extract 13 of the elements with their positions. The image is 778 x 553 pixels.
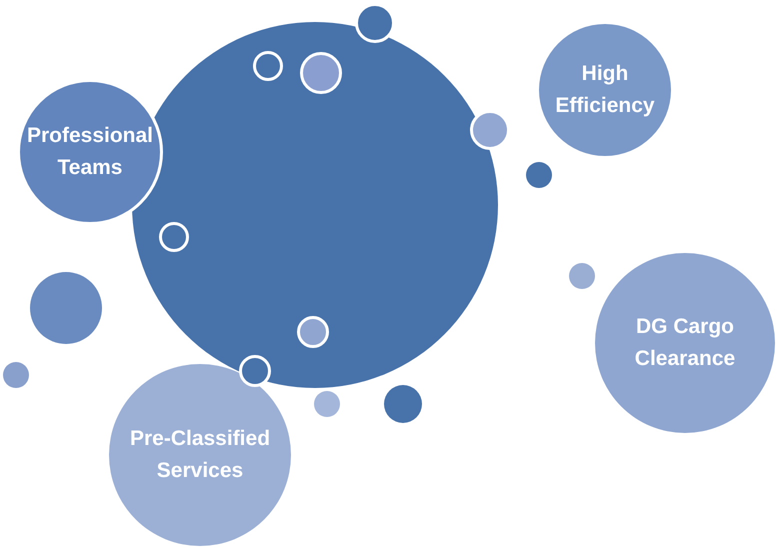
bubble xyxy=(384,385,422,423)
bubble xyxy=(300,52,342,94)
bubble xyxy=(159,222,189,252)
bubble xyxy=(569,263,595,289)
bubble-label: Professional Teams xyxy=(26,123,154,181)
bubble xyxy=(526,162,552,188)
bubble xyxy=(314,391,340,417)
bubble-label: Pre-Classified Services xyxy=(128,426,272,484)
bubble xyxy=(253,51,283,81)
bubble xyxy=(3,362,29,388)
bubble-label: High Efficiency xyxy=(554,61,656,119)
bubble-label: DG Cargo Clearance xyxy=(634,314,736,372)
bubble xyxy=(297,316,329,348)
